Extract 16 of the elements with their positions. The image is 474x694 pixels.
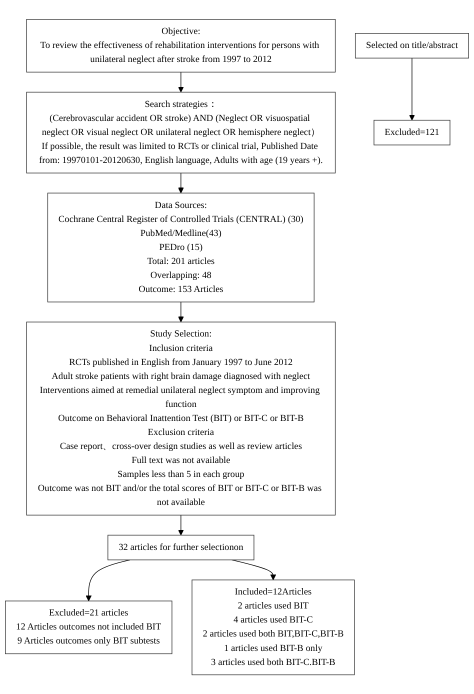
node-box: 32 articles for further selectionon (108, 534, 254, 560)
node-box: Search strategies： (Cerebrovascular accident OR stroke) AND (Neglect OR visuospatial neglect OR visual neglect OR unilateral neglect OR hemisphere neglect） If possible, the result was limited to RCTs or clinical trial, Published Date from: 19970101-20120630, English language, Adults with age (19 years +). (26, 92, 336, 174)
node-box: Objective: To review the effectiveness of rehabilitation interventions for persons with unilateral neglect after stroke from 1997 to 2012 (26, 18, 336, 72)
arrow (86, 559, 130, 602)
arrow (178, 514, 184, 536)
node-box: Data Sources: Cochrane Central Register of Controlled Trials (CENTRAL) (30) PubMed/Medline(43) PEDro (15) Total: 201 articles Overlapping: 48 Outcome: 153 Articles (47, 192, 314, 302)
node-box: Excluded=121 (374, 120, 450, 146)
node-box: Excluded=21 articles 12 Articles outcomes not included BIT 9 Articles outcomes only BIT subtests (5, 600, 172, 654)
node-box: Included=12Articles 2 articles used BIT 4 articles used BIT-C 2 articles used both BIT,BIT-C,BIT-B 1 articles used BIT-B only 3 articles used both BIT-C.BIT-B (192, 580, 355, 676)
arrow (178, 302, 184, 322)
node-box: Study Selection: Inclusion criteria RCTs published in English from January 1997 to June 2012 Adult stroke patients with right brain damage diagnosed with neglect Interventions aimed at remedial unilateral neglect symptom and improving function Outcome on Behavioral Inattention Test (BIT) or BIT-C or BIT-B Exclusion criteria Case report、cross-over design studies as well as review articles Full text was not available Samples less than 5 in each group Outcome was not BIT and/or the total scores of BIT or BIT-C or BIT-B was not available (26, 322, 336, 516)
node-box: Selected on title/abstract (354, 32, 469, 58)
arrow (409, 58, 415, 120)
arrow (232, 559, 276, 580)
arrow (178, 72, 184, 92)
arrow (178, 172, 184, 194)
